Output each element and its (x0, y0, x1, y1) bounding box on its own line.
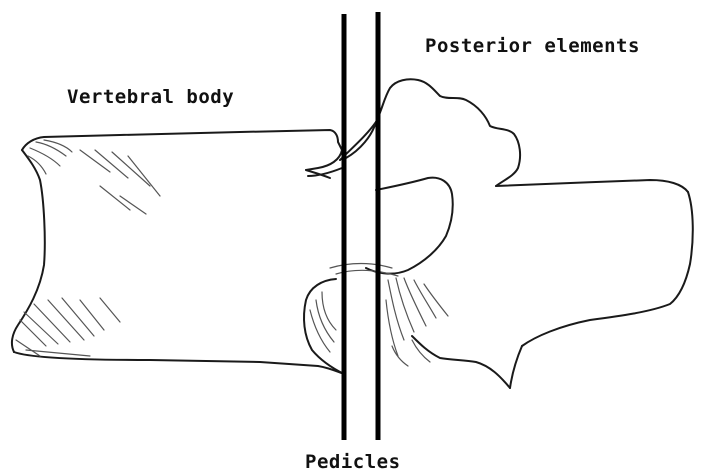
vertebral-body-drawing (12, 130, 344, 374)
pedicle-boundary-lines (344, 12, 378, 440)
vertebral-body-shading (16, 140, 336, 356)
vertebral-body-label: Vertebral body (67, 86, 234, 108)
pedicles-label: Pedicles (305, 451, 401, 473)
posterior-elements-label: Posterior elements (425, 35, 640, 57)
posterior-elements-shading (330, 264, 448, 367)
posterior-elements-drawing (308, 79, 693, 388)
